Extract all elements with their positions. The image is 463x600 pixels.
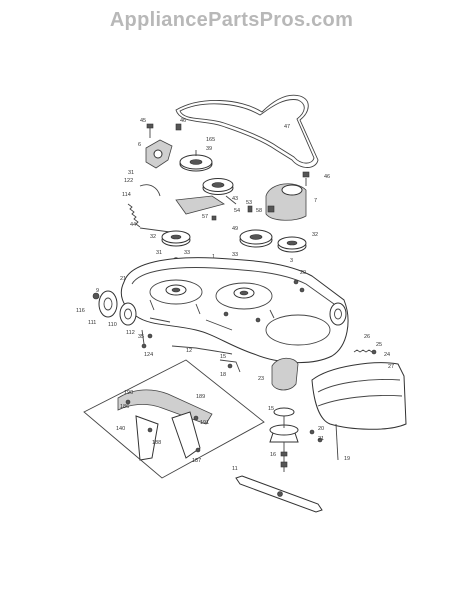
part-label-46: 46	[180, 118, 186, 124]
blade-spindle-assembly[interactable]	[269, 407, 339, 472]
part-label-20: 20	[300, 270, 306, 276]
part-label-25: 25	[376, 342, 382, 348]
part-label-110: 110	[108, 322, 117, 328]
part-label-1: 1	[212, 254, 215, 260]
part-label-112: 112	[126, 330, 135, 336]
drive-belt[interactable]	[175, 94, 319, 168]
part-label-111: 111	[88, 320, 96, 326]
part-label-45: 45	[140, 118, 146, 124]
part-label-116: 116	[76, 308, 85, 314]
part-label-32-right: 32	[312, 232, 318, 238]
part-label-188: 188	[152, 440, 161, 446]
pulley-cover-right[interactable]	[265, 171, 310, 221]
discharge-deflector[interactable]	[311, 349, 407, 430]
part-label-19: 19	[344, 456, 350, 462]
part-label-47: 47	[284, 124, 290, 130]
part-label-190: 190	[124, 390, 133, 396]
part-label-124: 124	[144, 352, 153, 358]
part-label-31: 31	[128, 170, 134, 176]
part-label-49: 49	[232, 226, 238, 232]
part-label-57: 57	[202, 214, 208, 220]
center-pulley-assembly[interactable]	[175, 178, 237, 215]
part-label-165: 165	[206, 137, 215, 143]
part-label-15: 15	[220, 354, 226, 360]
hardware-fasteners[interactable]	[147, 123, 305, 339]
part-label-6: 6	[138, 142, 141, 148]
part-label-11: 11	[232, 466, 238, 472]
part-label-32-left: 32	[150, 234, 156, 240]
part-label-114: 114	[122, 192, 131, 198]
part-label-31-lower: 31	[156, 250, 162, 256]
mower-blade[interactable]	[235, 475, 323, 513]
part-label-20-lower: 20	[318, 426, 324, 432]
part-label-33-left: 33	[184, 250, 190, 256]
part-label-189: 189	[196, 394, 205, 400]
gauge-wheels-left[interactable]	[92, 290, 137, 326]
part-label-27: 27	[388, 364, 394, 370]
part-label-186: 186	[120, 404, 129, 410]
part-label-21: 21	[120, 276, 126, 282]
idler-spring[interactable]	[127, 184, 171, 233]
part-label-39: 39	[206, 146, 212, 152]
idler-pulley-top[interactable]	[179, 150, 213, 172]
part-label-53: 53	[246, 200, 252, 206]
part-label-9: 9	[96, 288, 99, 294]
mower-deck-housing[interactable]	[120, 257, 349, 363]
gauge-wheel-right[interactable]	[329, 302, 347, 326]
part-label-15-lower: 15	[268, 406, 274, 412]
part-label-35: 35	[138, 334, 144, 340]
site-watermark: AppliancePartsPros.com	[109, 9, 354, 31]
part-label-26: 26	[364, 334, 370, 340]
part-label-54: 54	[234, 208, 240, 214]
part-label-16: 16	[270, 452, 276, 458]
part-label-46-right: 46	[324, 174, 330, 180]
belt-guide[interactable]	[271, 357, 299, 391]
part-label-18: 18	[220, 372, 226, 378]
part-label-187: 187	[192, 458, 201, 464]
mulch-kit-inset	[83, 359, 265, 479]
part-label-12: 12	[186, 348, 192, 354]
stabilizer-bracket[interactable]	[219, 359, 241, 373]
part-label-43: 43	[232, 196, 238, 202]
part-label-140: 140	[116, 426, 125, 432]
spindle-pulleys[interactable]	[161, 229, 307, 265]
part-label-122: 122	[124, 178, 133, 184]
part-label-24: 24	[384, 352, 390, 358]
part-label-3: 3	[290, 258, 293, 264]
part-label-33-right: 33	[232, 252, 238, 258]
idler-bracket-left[interactable]	[145, 123, 173, 169]
part-label-21-lower: 21	[318, 436, 324, 442]
part-label-58: 58	[256, 208, 262, 214]
deck-hanger-rod[interactable]	[141, 329, 233, 355]
part-label-23: 23	[258, 376, 264, 382]
part-label-44: 44	[130, 222, 136, 228]
part-label-7: 7	[314, 198, 317, 204]
part-label-191: 191	[200, 420, 209, 426]
